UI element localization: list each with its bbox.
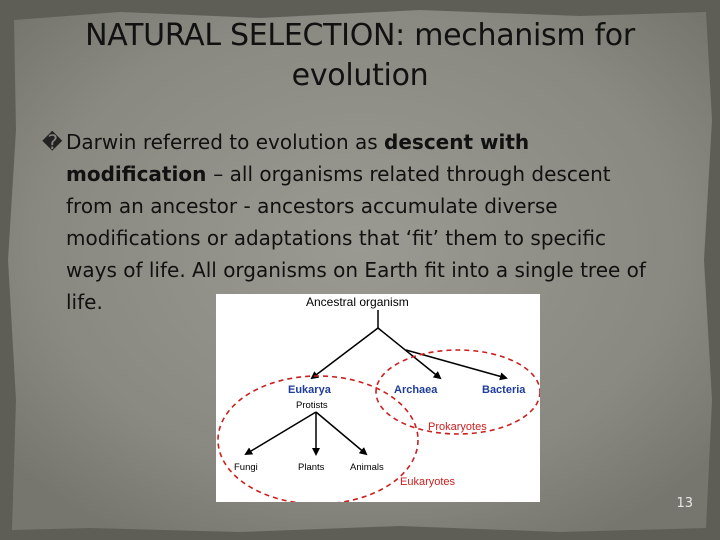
tree-of-life-figure: Ancestral organism Eukarya Protists Arch… — [216, 294, 541, 505]
body-line-1: �Darwin referred to evolution as descent… — [42, 126, 692, 158]
bullet-paragraph: �Darwin referred to evolution as descent… — [42, 126, 692, 318]
prokaryotes-label: Prokaryotes — [428, 421, 487, 433]
tree-diagram: Ancestral organism Eukarya Protists Arch… — [217, 295, 541, 505]
bullet-icon: � — [42, 130, 63, 154]
body-line-1-bold: descent with — [384, 130, 530, 154]
title-line-1: NATURAL SELECTION: mechanism for — [85, 18, 635, 53]
body-line-1-text: Darwin referred to evolution as — [66, 130, 385, 154]
body-line-5: ways of life. All organisms on Earth fit… — [66, 258, 646, 282]
body-line-2-text: – all organisms related through descent — [213, 162, 611, 186]
body-line-2: modification – all organisms related thr… — [42, 158, 692, 190]
protists-label: Protists — [296, 400, 328, 411]
slide-title: NATURAL SELECTION: mechanism for evoluti… — [60, 16, 660, 96]
body-line-2-bold: modification — [66, 162, 214, 186]
body-line-4: modifications or adaptations that ‘fit’ … — [66, 226, 606, 250]
bacteria-label: Bacteria — [482, 384, 526, 396]
body-line-3: from an ancestor - ancestors accumulate … — [66, 194, 558, 218]
body-line-6: life. — [66, 290, 103, 314]
tree-branches — [244, 310, 508, 456]
eukarya-label: Eukarya — [288, 384, 332, 396]
animals-label: Animals — [350, 462, 384, 473]
fungi-label: Fungi — [234, 462, 258, 473]
archaea-label: Archaea — [394, 384, 438, 396]
root-label: Ancestral organism — [306, 295, 409, 309]
plants-label: Plants — [298, 462, 325, 473]
eukaryotes-label: Eukaryotes — [400, 476, 456, 488]
title-line-2: evolution — [291, 58, 429, 93]
slide-number: 13 — [676, 496, 693, 511]
